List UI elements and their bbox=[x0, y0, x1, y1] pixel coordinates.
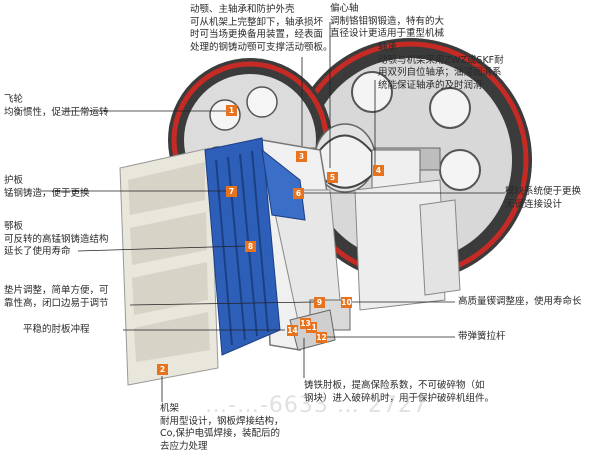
leader-lines bbox=[40, 22, 505, 402]
badge-8: 8 bbox=[245, 241, 256, 252]
callout-cast-toggle-plate: 铸铁肘板，提高保险系数，不可破碎物（如 钢块）进入破碎机时，用于保护破碎机组件。 bbox=[304, 380, 495, 404]
callout-frame: 机架 耐用型设计，钢板焊接结构， Co,保护电弧焊接，装配后的 去应力处理 bbox=[160, 403, 284, 452]
frame-side-plate bbox=[119, 147, 219, 386]
badge-3: 3 bbox=[296, 151, 307, 162]
callout-toggle-stroke: 平稳的肘板冲程 bbox=[23, 324, 90, 335]
callout-eccentric-shaft: 偏心轴 调制铬钼钢锻造，特有的大 直径设计更适用于重型机械 bbox=[330, 3, 445, 39]
badge-5: 5 bbox=[327, 172, 338, 183]
callout-flywheel: 飞轮 均衡惯性，促进正常运转 bbox=[4, 94, 109, 118]
watermark: …-…-6633 … 2727 bbox=[205, 393, 428, 418]
callout-modular-system: 模块系统便于更换 无键连接设计 bbox=[505, 186, 582, 210]
callout-shim-adjustment: 垫片调整，简单方便，可 靠性高，闭口边易于调节 bbox=[4, 285, 109, 309]
callout-spring-rod: 带弹簧拉杆 bbox=[458, 331, 506, 342]
callout-jaw-assembly: 动颚、主轴承和防护外壳 可从机架上完整卸下，轴承损坏 时可当场更换备用装置，经表… bbox=[190, 4, 333, 53]
badge-14: 14 bbox=[287, 325, 298, 336]
badge-12: 12 bbox=[316, 332, 327, 343]
callout-bearing: 轴承 动颚与机架采用ZWZ或SKF耐 用双列自位轴承；油浸润滑系 统能保证轴承的… bbox=[378, 42, 504, 91]
callout-guard-plate: 护板 锰钢铸造，便于更换 bbox=[4, 175, 90, 199]
badge-1: 1 bbox=[226, 105, 237, 116]
callout-wedge-adjustment: 高质量锲调整座，使用寿命长 bbox=[458, 296, 582, 307]
badge-7: 7 bbox=[226, 186, 237, 197]
badge-6: 6 bbox=[293, 188, 304, 199]
callout-jaw-plate: 鄂板 可反转的高锰钢铸造结构 延长了使用寿命 bbox=[4, 221, 109, 257]
badge-9: 9 bbox=[314, 297, 325, 308]
badge-4: 4 bbox=[373, 165, 384, 176]
badge-10: 10 bbox=[341, 297, 352, 308]
badge-2: 2 bbox=[157, 364, 168, 375]
badge-11: 11 bbox=[306, 322, 317, 333]
badge-13: 13 bbox=[300, 318, 311, 329]
